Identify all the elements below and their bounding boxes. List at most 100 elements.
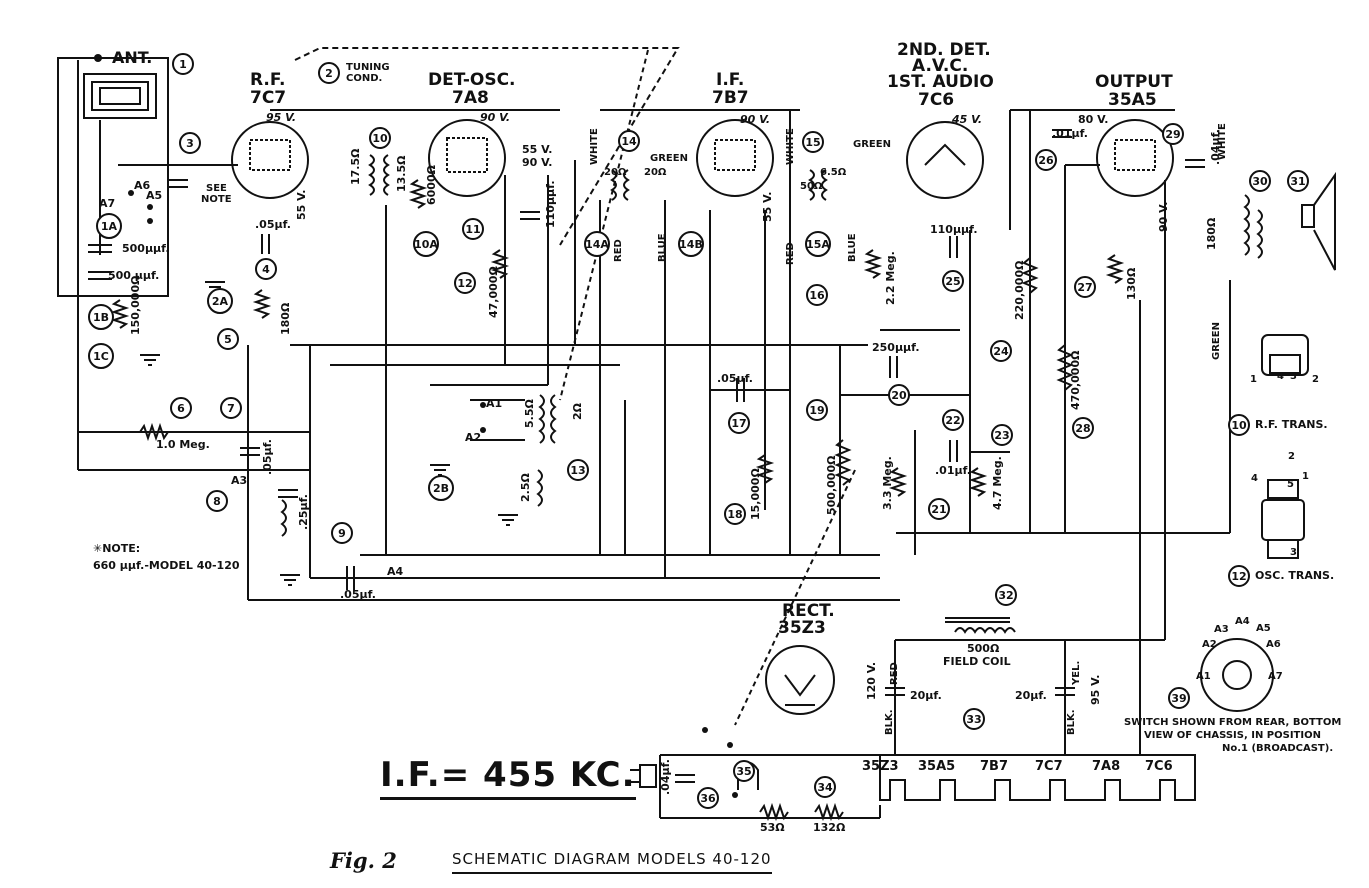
det-tube-type: 7C6 bbox=[918, 90, 955, 110]
callout-3: 3 bbox=[179, 132, 201, 154]
callout-10a: 10A bbox=[413, 231, 439, 257]
r16-value: 2.2 Meg. bbox=[884, 251, 897, 305]
c20-value: 250μμf. bbox=[872, 341, 920, 354]
callout-23: 23 bbox=[991, 424, 1013, 446]
c1a-value: 500μμf. bbox=[122, 242, 170, 255]
band-switch-a2: A2 bbox=[1202, 639, 1217, 650]
output-tube-voltage: 80 V. bbox=[1078, 113, 1109, 126]
wire-green-3: GREEN bbox=[1211, 322, 1222, 360]
callout-7: 7 bbox=[220, 397, 242, 419]
callout-36: 36 bbox=[697, 787, 719, 809]
callout-1b: 1B bbox=[88, 304, 114, 330]
switch-note-line3: No.1 (BROADCAST). bbox=[1222, 743, 1334, 754]
c25-value: 110μμf. bbox=[930, 223, 978, 236]
rf-trans-label: R.F. TRANS. bbox=[1255, 418, 1328, 431]
callout-25: 25 bbox=[942, 270, 964, 292]
callout-1: 1 bbox=[172, 53, 194, 75]
r12-value: 47,000Ω bbox=[487, 266, 500, 318]
c33b-value: 20μf. bbox=[1015, 689, 1047, 702]
r6-value: 1.0 Meg. bbox=[156, 438, 210, 451]
callout-33: 33 bbox=[963, 708, 985, 730]
c22-value: .01μf. bbox=[935, 464, 971, 477]
band-switch-a6: A6 bbox=[1266, 639, 1281, 650]
callout-8: 8 bbox=[206, 490, 228, 512]
osc-trans-pin-4: 4 bbox=[1251, 473, 1258, 484]
wire-green-2: GREEN bbox=[853, 139, 891, 150]
r27-value: 130Ω bbox=[1125, 267, 1138, 300]
see-note-label-1: SEE bbox=[206, 183, 227, 194]
switch-point-a6: A6 bbox=[134, 179, 151, 192]
callout-2b: 2B bbox=[428, 475, 454, 501]
c33a-value: 20μf. bbox=[910, 689, 942, 702]
callout-15a: 15A bbox=[805, 231, 831, 257]
callout-22: 22 bbox=[942, 409, 964, 431]
callout-29: 29 bbox=[1162, 123, 1184, 145]
heater-7b7: 7B7 bbox=[980, 759, 1008, 774]
t10-value-2: 13.5Ω bbox=[395, 155, 408, 193]
rf-trans-pin-4: 4 bbox=[1277, 371, 1284, 382]
switch-point-a5: A5 bbox=[146, 189, 163, 202]
ant-label: ANT. bbox=[112, 48, 153, 67]
r21-value: 3.3 Meg. bbox=[881, 456, 894, 510]
osc-trans-pin-3: 3 bbox=[1290, 547, 1297, 558]
c1b-value: 500 μμf. bbox=[108, 269, 160, 282]
c36-value: .04μf. bbox=[659, 759, 672, 795]
switch-point-a4: A4 bbox=[387, 565, 404, 578]
v95-value: 95 V. bbox=[1089, 674, 1102, 705]
callout-1c: 1C bbox=[88, 343, 114, 369]
figure-caption: SCHEMATIC DIAGRAM MODELS 40-120 bbox=[452, 850, 772, 874]
callout-6: 6 bbox=[170, 397, 192, 419]
band-switch-a5: A5 bbox=[1256, 623, 1271, 634]
callout-12: 12 bbox=[454, 272, 476, 294]
wire-green-1: GREEN bbox=[650, 153, 688, 164]
osc-trans-label: OSC. TRANS. bbox=[1255, 569, 1335, 582]
rf-trans-pin-1: 1 bbox=[1250, 374, 1257, 385]
t13c-value: 2.5Ω bbox=[519, 473, 532, 502]
wire-red-2: RED bbox=[785, 242, 796, 265]
wire-white-2: WHITE bbox=[785, 128, 796, 165]
switch-point-a1: A1 bbox=[486, 397, 503, 410]
see-note-label-2: NOTE bbox=[201, 194, 232, 205]
t13a-value: 5.5Ω bbox=[523, 399, 536, 428]
callout-30: 30 bbox=[1249, 170, 1271, 192]
det-tube-role-line2: A.V.C. bbox=[912, 56, 969, 76]
band-switch-a4: A4 bbox=[1235, 616, 1250, 627]
callout-27: 27 bbox=[1074, 276, 1096, 298]
callout-13: 13 bbox=[567, 459, 589, 481]
callout-31: 31 bbox=[1287, 170, 1309, 192]
tuning-cond-label-1: TUNING bbox=[346, 62, 390, 73]
osc-trans-pin-5: 5 bbox=[1287, 479, 1294, 490]
wire-red-3: RED bbox=[889, 662, 900, 685]
detosc-tube-role: DET-OSC. bbox=[428, 70, 516, 90]
heater-7a8: 7A8 bbox=[1092, 759, 1121, 774]
v55-osc: 55 V. bbox=[522, 143, 553, 156]
output-tube-type: 35A5 bbox=[1108, 90, 1157, 110]
figure-number: Fig. 2 bbox=[330, 848, 397, 873]
switch-point-a7: A7 bbox=[99, 197, 116, 210]
callout-39: 39 bbox=[1168, 687, 1190, 709]
callout-4: 4 bbox=[255, 258, 277, 280]
c7-value: .05μf. bbox=[261, 439, 274, 475]
heater-7c7: 7C7 bbox=[1035, 759, 1063, 774]
r132-value: 132Ω bbox=[813, 821, 846, 834]
callout-35: 35 bbox=[733, 760, 755, 782]
v90-osc: 90 V. bbox=[522, 156, 553, 169]
t10-value-1: 17.5Ω bbox=[349, 148, 362, 186]
callout-20: 20 bbox=[888, 384, 910, 406]
wire-white-3: WHITE bbox=[1217, 123, 1228, 160]
c9-value: .05μf. bbox=[340, 588, 376, 601]
band-switch-a1: A1 bbox=[1196, 671, 1211, 682]
callout-13-legend: 12 bbox=[1228, 565, 1250, 587]
heater-7c6: 7C6 bbox=[1145, 759, 1173, 774]
callout-2a: 2A bbox=[207, 288, 233, 314]
r18-value: 15,000Ω bbox=[749, 468, 762, 520]
r24-value: 220,000Ω bbox=[1013, 260, 1026, 320]
output-tube-role: OUTPUT bbox=[1095, 72, 1173, 92]
detosc-tube-voltage: 90 V. bbox=[480, 111, 511, 124]
t14a-value: 20Ω bbox=[604, 167, 627, 178]
band-switch-a7: A7 bbox=[1268, 671, 1283, 682]
osc-trans-pin-2: 2 bbox=[1288, 451, 1295, 462]
rf-tube-type: 7C7 bbox=[250, 88, 287, 108]
callout-19: 19 bbox=[806, 399, 828, 421]
